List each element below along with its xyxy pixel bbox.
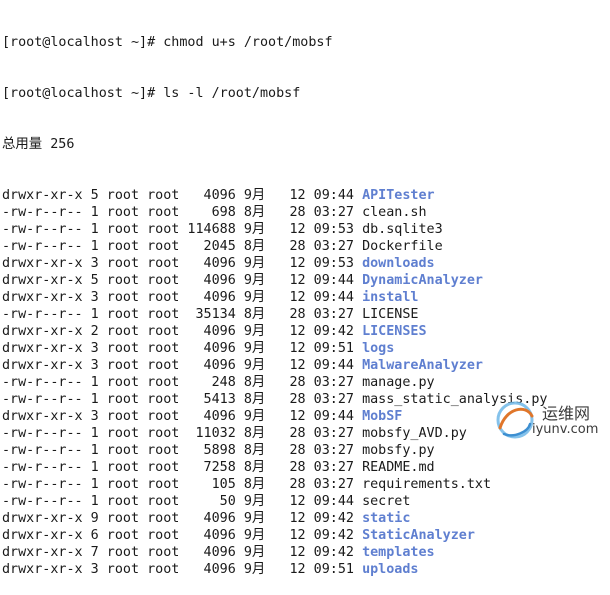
file-metadata: drwxr-xr-x 5 root root 4096 9月 12 09:44: [2, 188, 363, 203]
directory-name: StaticAnalyzer: [362, 528, 475, 543]
file-metadata: drwxr-xr-x 3 root root 4096 9月 12 09:44: [2, 358, 363, 373]
listing-row: -rw-r--r-- 1 root root 7258 8月 28 03:27 …: [0, 459, 610, 476]
file-metadata: -rw-r--r-- 1 root root 50 9月 12 09:44: [2, 494, 363, 509]
file-metadata: -rw-r--r-- 1 root root 248 8月 28 03:27: [2, 375, 363, 390]
directory-name: templates: [362, 545, 435, 560]
listing-row: -rw-r--r-- 1 root root 11032 8月 28 03:27…: [0, 425, 610, 442]
listing-row: drwxr-xr-x 6 root root 4096 9月 12 09:42 …: [0, 527, 610, 544]
listing-row: -rw-r--r-- 1 root root 698 8月 28 03:27 c…: [0, 204, 610, 221]
listing-row: -rw-r--r-- 1 root root 248 8月 28 03:27 m…: [0, 374, 610, 391]
directory-name: MobSF: [362, 409, 403, 424]
file-metadata: -rw-r--r-- 1 root root 5413 8月 28 03:27: [2, 392, 363, 407]
directory-name: LICENSES: [362, 324, 427, 339]
file-metadata: -rw-r--r-- 1 root root 114688 9月 12 09:5…: [2, 222, 363, 237]
file-name: mobsfy_AVD.py: [362, 426, 467, 441]
listing-row: drwxr-xr-x 3 root root 4096 9月 12 09:44 …: [0, 357, 610, 374]
file-name: README.md: [362, 460, 435, 475]
file-metadata: drwxr-xr-x 9 root root 4096 9月 12 09:42: [2, 511, 363, 526]
terminal-window[interactable]: [root@localhost ~]# chmod u+s /root/mobs…: [0, 0, 610, 577]
listing-row: -rw-r--r-- 1 root root 114688 9月 12 09:5…: [0, 221, 610, 238]
listing-row: -rw-r--r-- 1 root root 5898 8月 28 03:27 …: [0, 442, 610, 459]
listing-row: drwxr-xr-x 7 root root 4096 9月 12 09:42 …: [0, 544, 610, 561]
file-metadata: drwxr-xr-x 6 root root 4096 9月 12 09:42: [2, 528, 363, 543]
directory-name: APITester: [362, 188, 435, 203]
file-name: mass_static_analysis.py: [362, 392, 548, 407]
directory-name: uploads: [362, 562, 419, 577]
listing-row: -rw-r--r-- 1 root root 50 9月 12 09:44 se…: [0, 493, 610, 510]
file-metadata: drwxr-xr-x 3 root root 4096 9月 12 09:53: [2, 256, 363, 271]
file-metadata: drwxr-xr-x 3 root root 4096 9月 12 09:44: [2, 409, 363, 424]
file-name: mobsfy.py: [362, 443, 435, 458]
file-metadata: drwxr-xr-x 7 root root 4096 9月 12 09:42: [2, 545, 363, 560]
directory-name: install: [362, 290, 419, 305]
listing-row: drwxr-xr-x 3 root root 4096 9月 12 09:44 …: [0, 408, 610, 425]
directory-listing: drwxr-xr-x 5 root root 4096 9月 12 09:44 …: [0, 187, 610, 578]
file-metadata: drwxr-xr-x 3 root root 4096 9月 12 09:51: [2, 341, 363, 356]
listing-row: -rw-r--r-- 1 root root 2045 8月 28 03:27 …: [0, 238, 610, 255]
listing-row: drwxr-xr-x 2 root root 4096 9月 12 09:42 …: [0, 323, 610, 340]
site-watermark: 运维网 iyunv.com: [492, 398, 604, 442]
file-name: db.sqlite3: [362, 222, 443, 237]
listing-row: drwxr-xr-x 3 root root 4096 9月 12 09:44 …: [0, 289, 610, 306]
listing-row: drwxr-xr-x 3 root root 4096 9月 12 09:53 …: [0, 255, 610, 272]
watermark-chinese-text: 运维网: [542, 404, 591, 423]
file-metadata: drwxr-xr-x 2 root root 4096 9月 12 09:42: [2, 324, 363, 339]
listing-row: drwxr-xr-x 9 root root 4096 9月 12 09:42 …: [0, 510, 610, 527]
file-metadata: -rw-r--r-- 1 root root 5898 8月 28 03:27: [2, 443, 363, 458]
command-line-1: [root@localhost ~]# chmod u+s /root/mobs…: [2, 35, 333, 50]
file-metadata: drwxr-xr-x 5 root root 4096 9月 12 09:44: [2, 273, 363, 288]
file-name: LICENSE: [362, 307, 419, 322]
file-metadata: drwxr-xr-x 3 root root 4096 9月 12 09:51: [2, 562, 363, 577]
file-name: Dockerfile: [362, 239, 443, 254]
command-line-2: [root@localhost ~]# ls -l /root/mobsf: [2, 86, 301, 101]
directory-name: static: [362, 511, 411, 526]
file-metadata: -rw-r--r-- 1 root root 11032 8月 28 03:27: [2, 426, 363, 441]
listing-row: -rw-r--r-- 1 root root 5413 8月 28 03:27 …: [0, 391, 610, 408]
file-metadata: -rw-r--r-- 1 root root 105 8月 28 03:27: [2, 477, 363, 492]
file-metadata: -rw-r--r-- 1 root root 2045 8月 28 03:27: [2, 239, 363, 254]
file-metadata: -rw-r--r-- 1 root root 698 8月 28 03:27: [2, 205, 363, 220]
total-line: 总用量 256: [2, 137, 75, 152]
directory-name: logs: [362, 341, 395, 356]
directory-name: MalwareAnalyzer: [362, 358, 483, 373]
swirl-logo-icon: [496, 401, 534, 439]
file-name: manage.py: [362, 375, 435, 390]
file-name: requirements.txt: [362, 477, 492, 492]
listing-row: drwxr-xr-x 3 root root 4096 9月 12 09:51 …: [0, 340, 610, 357]
file-metadata: -rw-r--r-- 1 root root 35134 8月 28 03:27: [2, 307, 363, 322]
file-name: secret: [362, 494, 411, 509]
listing-row: drwxr-xr-x 5 root root 4096 9月 12 09:44 …: [0, 272, 610, 289]
file-name: clean.sh: [362, 205, 427, 220]
watermark-domain-text: iyunv.com: [532, 422, 599, 437]
listing-row: drwxr-xr-x 5 root root 4096 9月 12 09:44 …: [0, 187, 610, 204]
directory-name: downloads: [362, 256, 435, 271]
listing-row: -rw-r--r-- 1 root root 35134 8月 28 03:27…: [0, 306, 610, 323]
file-metadata: -rw-r--r-- 1 root root 7258 8月 28 03:27: [2, 460, 363, 475]
listing-row: -rw-r--r-- 1 root root 105 8月 28 03:27 r…: [0, 476, 610, 493]
file-metadata: drwxr-xr-x 3 root root 4096 9月 12 09:44: [2, 290, 363, 305]
directory-name: DynamicAnalyzer: [362, 273, 483, 288]
listing-row: drwxr-xr-x 3 root root 4096 9月 12 09:51 …: [0, 561, 610, 578]
